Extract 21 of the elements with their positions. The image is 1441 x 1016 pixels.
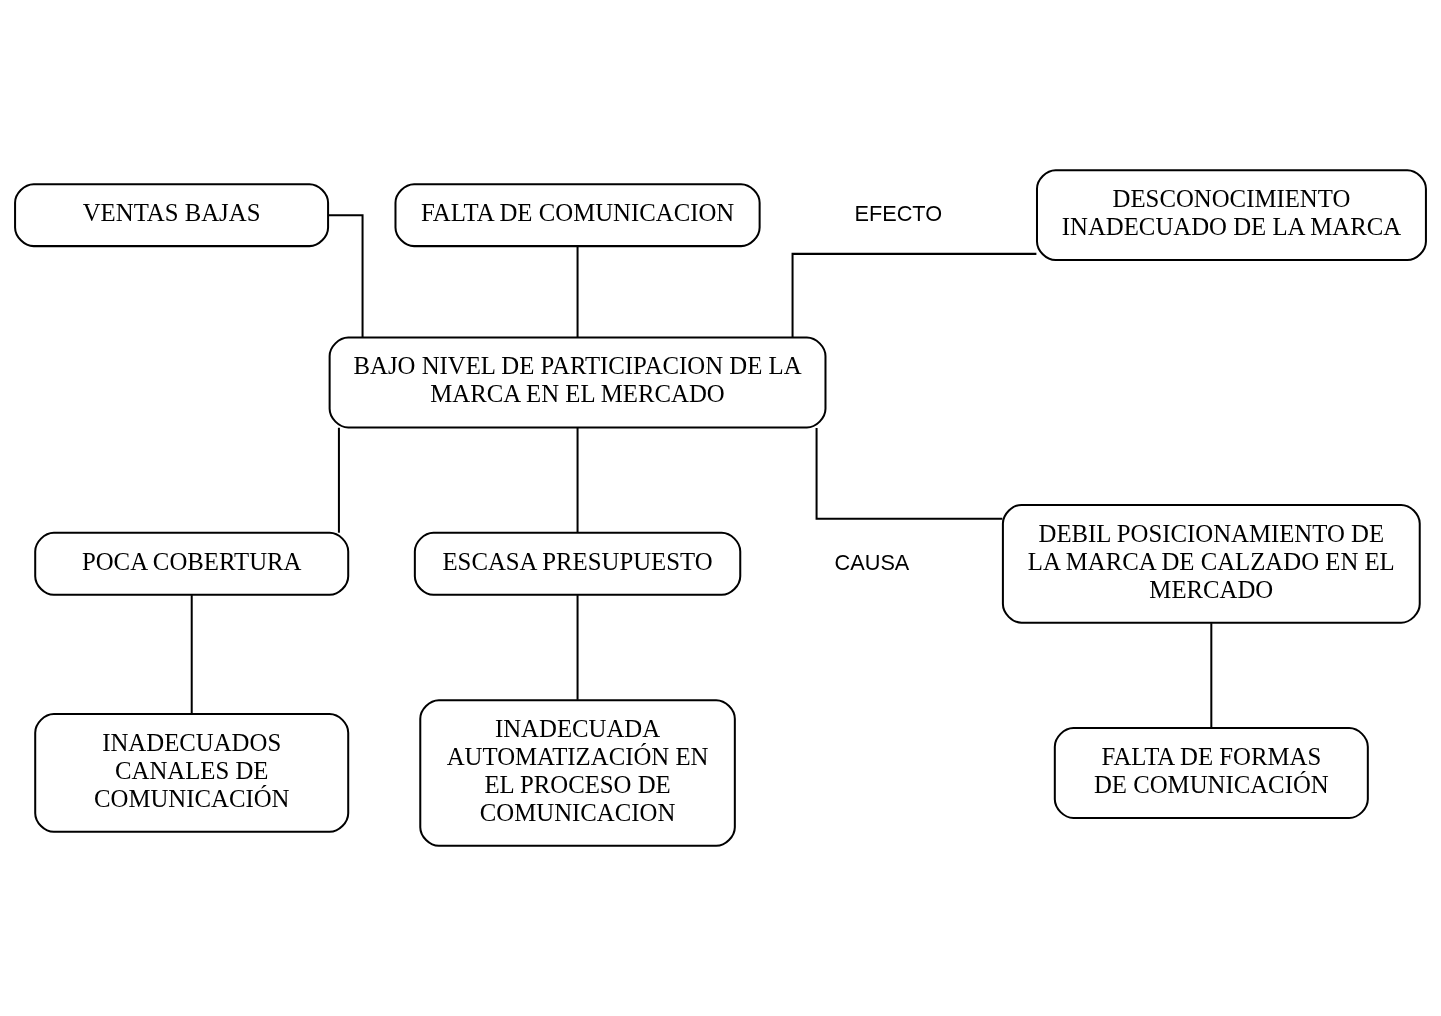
- connector: [576, 246, 579, 338]
- label: EFECTO: [854, 200, 943, 226]
- connector: [576, 427, 579, 533]
- node-box: FALTA DE FORMAS DE COMUNICACIÓN: [1053, 727, 1369, 819]
- node-box: BAJO NIVEL DE PARTICIPACION DE LA MARCA EN EL MERCADO: [328, 336, 827, 429]
- connector: [815, 427, 1003, 520]
- label: CAUSA: [834, 549, 910, 575]
- node-box: FALTA DE COMUNICACION: [394, 183, 761, 248]
- node-box: POCA COBERTURA: [34, 531, 350, 596]
- node-box: VENTAS BAJAS: [14, 183, 330, 248]
- connector: [328, 214, 364, 338]
- node-box: INADECUADA AUTOMATIZACIÓN EN EL PROCESO DE COMUNICACION: [419, 699, 736, 847]
- connector: [337, 427, 340, 533]
- node-box: DEBIL POSICIONAMIENTO DE LA MARCA DE CALZADO EN EL MERCADO: [1001, 503, 1421, 624]
- connector: [190, 595, 193, 715]
- node-box: INADECUADOS CANALES DE COMUNICACIÓN: [34, 713, 350, 833]
- connector: [576, 595, 579, 700]
- connector: [1210, 623, 1213, 728]
- connector: [791, 252, 1037, 338]
- node-box: ESCASA PRESUPUESTO: [413, 531, 742, 596]
- node-box: DESCONOCIMIENTO INADECUADO DE LA MARCA: [1036, 169, 1427, 262]
